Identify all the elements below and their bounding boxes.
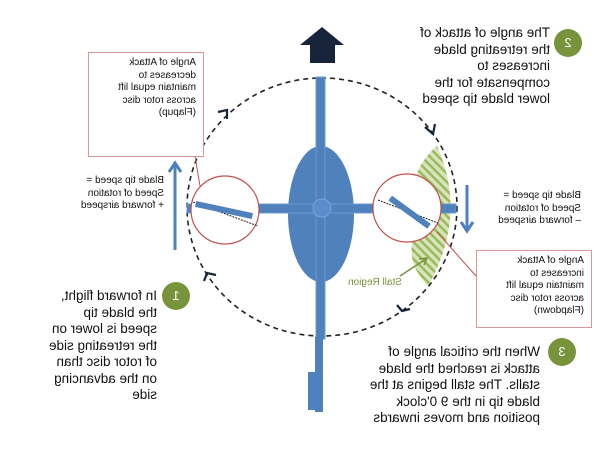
- stall-pointer-arrow-icon: [399, 257, 429, 277]
- text-line: + forward airspeed: [80, 200, 164, 211]
- step-2-text: The angle of attack of the retreating bl…: [412, 25, 550, 108]
- text-line: Speed of rotation: [504, 202, 581, 214]
- text-line: the blade tip: [83, 304, 157, 320]
- rotation-arrow-icon: [424, 123, 437, 137]
- text-line: decreases to: [138, 69, 196, 81]
- text-line: increases to: [530, 267, 584, 279]
- retreating-tip-speed-label: Blade tip speed = Speed of rotation – fo…: [485, 190, 581, 228]
- text-line: on the advancing: [54, 370, 157, 386]
- tail-fin: [308, 372, 318, 410]
- rotor-hub: [312, 198, 332, 218]
- text-line: When the critical angle of: [388, 344, 540, 359]
- step-3-badge: 3: [548, 338, 576, 366]
- leader-line: [436, 231, 477, 277]
- blade-section: [388, 195, 431, 229]
- text-line: the retreating blade: [433, 41, 550, 57]
- advancing-speed-arrow-icon: [167, 160, 183, 250]
- step-1-badge: 1: [162, 282, 190, 310]
- text-line: Blade tip speed =: [503, 190, 581, 201]
- step-3-text: When the critical angle of attack is rea…: [362, 344, 540, 427]
- text-line: across rotor disc: [510, 292, 584, 304]
- text-line: blade tip in the 9 0'clock: [396, 393, 540, 409]
- flapup-callout-box: [88, 52, 204, 157]
- flapdown-callout-text: Angle of Attack increases to maintain eq…: [486, 255, 584, 318]
- rotation-arrows: [202, 108, 437, 313]
- step-1-text: In forward flight, the blade tip speed i…: [40, 288, 157, 404]
- rotation-arrow-icon: [217, 108, 229, 119]
- stall-region-label: Stall Region: [348, 277, 402, 288]
- text-line: Angle of Attack: [517, 255, 584, 266]
- text-line: compensate for the: [434, 74, 550, 90]
- advancing-tip-speed-label: Blade tip speed = Speed of rotation + fo…: [70, 175, 164, 213]
- flapdown-callout-box: [476, 250, 592, 328]
- blade-section: [195, 201, 253, 219]
- rotation-arrow-icon: [396, 304, 411, 313]
- text-line: Blade tip speed =: [86, 175, 164, 186]
- tail-boom: [315, 337, 323, 412]
- text-line: maintain equal lift: [118, 82, 196, 93]
- text-line: attack is reached the blade: [378, 360, 540, 376]
- flight-direction-arrow-icon: [300, 27, 344, 63]
- text-line: position and moves inwards: [373, 410, 540, 425]
- text-line: – forward airspeed: [498, 215, 581, 226]
- step-2-badge: 2: [554, 29, 582, 57]
- text-line: across rotor disc: [122, 94, 196, 106]
- text-line: of rotor disc than: [56, 354, 157, 369]
- text-line: speed is lower on: [51, 321, 157, 336]
- rotation-arrow-icon: [202, 271, 217, 282]
- text-line: lower blade tip speed: [422, 91, 550, 106]
- text-line: Speed of rotation: [87, 187, 164, 199]
- text-line: increases to: [477, 58, 550, 73]
- text-line: side: [132, 387, 157, 402]
- text-line: maintain equal lift: [506, 280, 584, 291]
- text-line: (Flapup): [158, 107, 196, 118]
- text-line: stalls. The stall begins at the: [369, 377, 540, 392]
- leader-line: [194, 155, 201, 187]
- text-line: In forward flight,: [60, 288, 157, 303]
- text-line: the retreating side: [48, 337, 157, 353]
- text-line: Angle of Attack: [129, 57, 196, 68]
- retreating-speed-arrow-icon: [459, 185, 475, 234]
- text-line: The angle of attack of: [420, 25, 550, 40]
- text-line: (Flapdown): [533, 305, 584, 316]
- flapup-callout-text: Angle of Attack decreases to maintain eq…: [96, 57, 196, 120]
